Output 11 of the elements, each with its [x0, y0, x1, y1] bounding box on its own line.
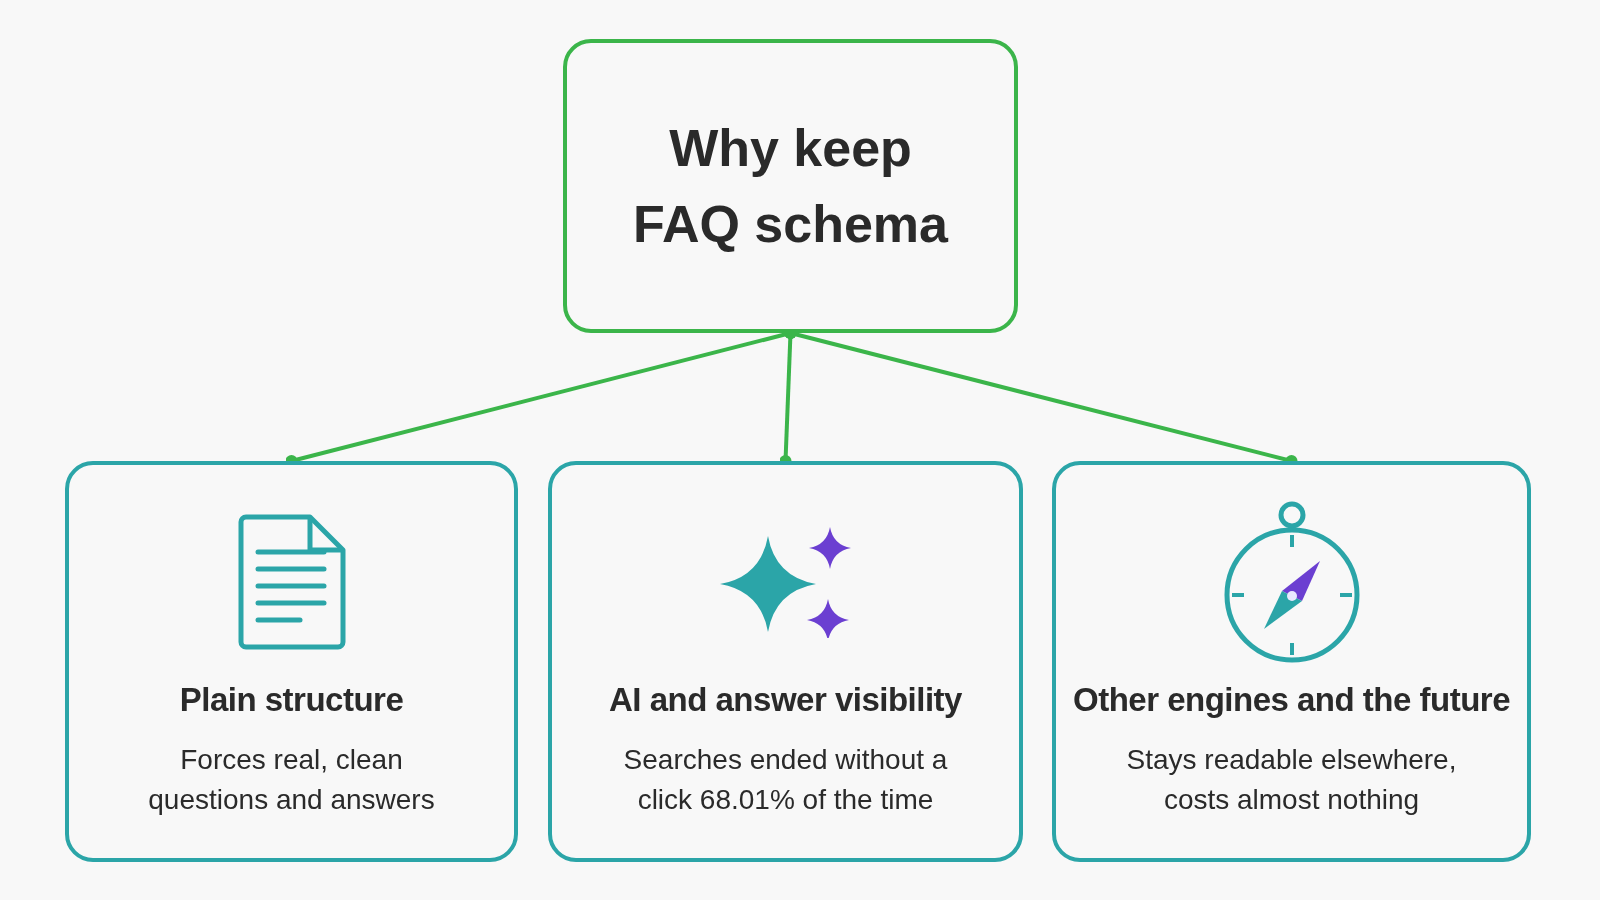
topic-card: [1052, 461, 1531, 862]
card-description: Forces real, clean questions and answers: [147, 743, 436, 818]
topic-card: [548, 461, 1023, 862]
title-text: Why keep FAQ schema: [632, 118, 950, 255]
card-heading: AI and answer visibility: [609, 680, 962, 720]
topic-card: [65, 461, 518, 862]
title-box: [563, 39, 1018, 333]
card-heading: Plain structure: [179, 680, 404, 720]
card-description: Searches ended without a click 68.01% of the time: [622, 743, 949, 818]
card-description: Stays readable elsewhere, costs almost nothing: [1125, 743, 1458, 818]
card-heading: Other engines and the future: [1072, 680, 1510, 720]
